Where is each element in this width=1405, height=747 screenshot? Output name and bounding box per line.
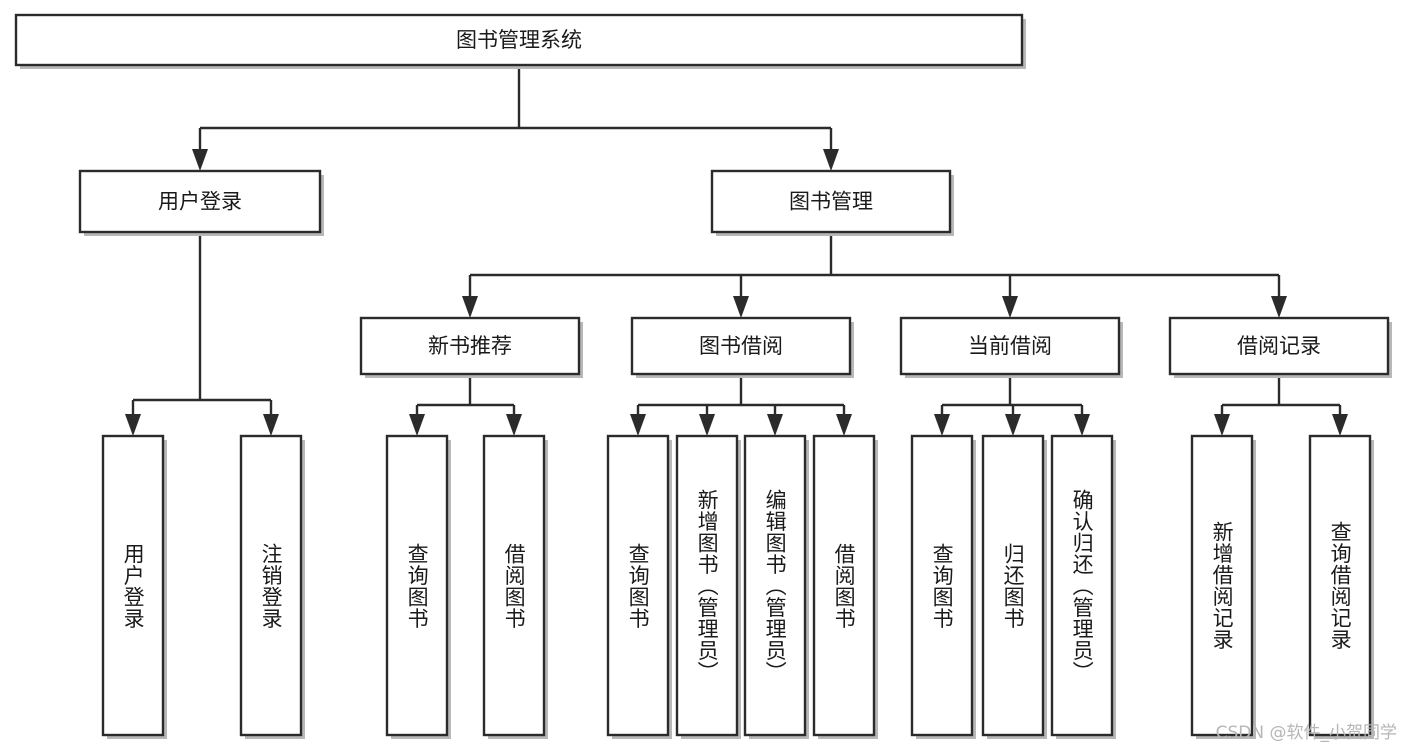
node-level1[interactable]: 图书管理: [710, 169, 954, 236]
node-label: 图书管理: [789, 190, 873, 214]
node-leaf[interactable]: [743, 434, 809, 739]
node-label: 图书管理系统: [456, 28, 582, 52]
node-level2[interactable]: 借阅记录: [1168, 316, 1392, 378]
node-leaf[interactable]: [1190, 434, 1256, 739]
node-label: 借阅记录: [1237, 334, 1321, 358]
node-level2[interactable]: 新书推荐: [359, 316, 583, 378]
connector-group: [1214, 374, 1348, 436]
node-level2[interactable]: 当前借阅: [899, 316, 1123, 378]
connector-group: [462, 232, 1287, 318]
node-root[interactable]: 图书管理系统: [14, 13, 1026, 69]
node-leaf[interactable]: [385, 434, 451, 739]
node-label: 当前借阅: [968, 334, 1052, 358]
node-level1[interactable]: 用户登录: [78, 169, 324, 236]
connector-group: [934, 374, 1090, 436]
connector-group: [409, 374, 522, 436]
node-label: 用户登录: [158, 190, 242, 214]
connector-group: [125, 232, 279, 436]
node-leaf[interactable]: [981, 434, 1047, 739]
node-leaf[interactable]: [101, 434, 167, 739]
node-label: 图书借阅: [699, 334, 783, 358]
node-label: 新书推荐: [428, 334, 512, 358]
connector-group: [630, 374, 852, 436]
node-leaf[interactable]: [606, 434, 672, 739]
node-leaf[interactable]: [1050, 434, 1116, 739]
node-leaf[interactable]: [675, 434, 741, 739]
node-leaf[interactable]: [239, 434, 305, 739]
node-leaf[interactable]: [812, 434, 878, 739]
node-leaf[interactable]: [1308, 434, 1374, 739]
connector-group: [192, 65, 839, 171]
node-leaf[interactable]: [482, 434, 548, 739]
node-level2[interactable]: 图书借阅: [630, 316, 854, 378]
node-leaf[interactable]: [910, 434, 976, 739]
